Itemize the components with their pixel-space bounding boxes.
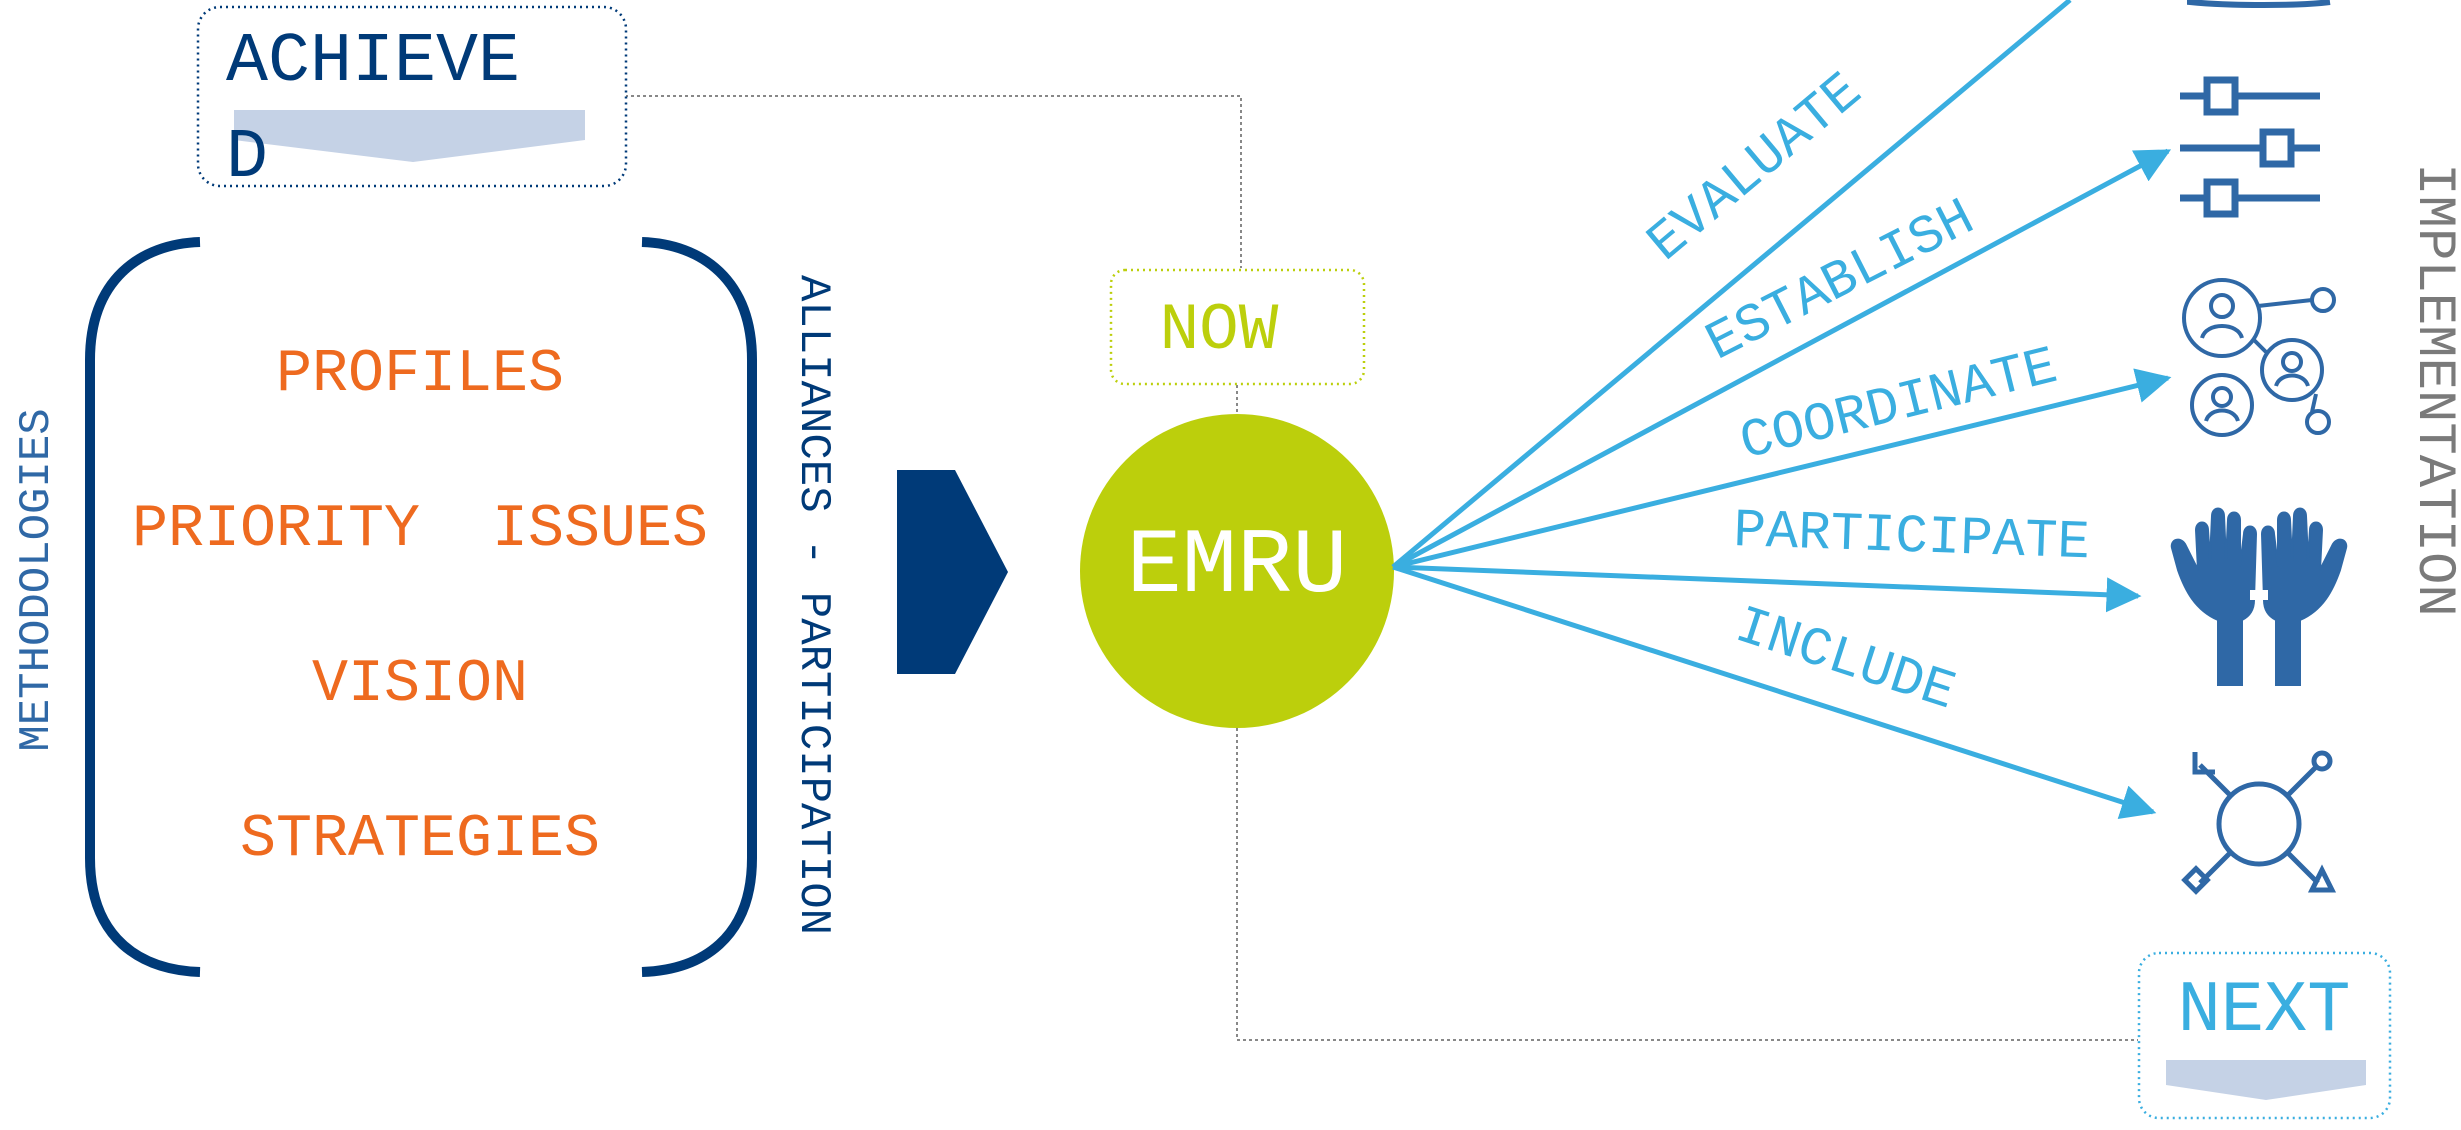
action-participate: PARTICIPATE: [1732, 501, 2090, 574]
action-evaluate: EVALUATE: [1637, 62, 1875, 275]
bracket-item-profiles: PROFILES: [276, 341, 564, 409]
next-box: NEXT: [2137, 951, 2392, 1120]
flow-chevron-icon: [897, 470, 1008, 674]
emru-node: EMRU: [1080, 414, 1394, 728]
action-labels: EVALUATE ESTABLISH COORDINATE PARTICIPAT…: [1637, 62, 2091, 725]
document-icon: [2187, 0, 2331, 8]
next-label: NEXT: [2178, 970, 2351, 1052]
left-bracket: [85, 237, 201, 977]
next-chevron-icon: [2166, 1060, 2366, 1100]
raised-hands-icon: [2170, 507, 2348, 686]
bracket-items: PROFILES PRIORITY ISSUES VISION STRATEGI…: [132, 341, 708, 874]
now-box: NOW: [1109, 268, 1366, 386]
achieved-line2: D: [226, 119, 268, 198]
connector-emru-next: [1236, 728, 2138, 1041]
now-frame: [1109, 268, 1366, 386]
arrow-include: [1392, 564, 2157, 819]
inclusion-circle-icon: [2181, 750, 2337, 895]
bracket-item-vision: VISION: [312, 651, 528, 719]
emru-circle: [1080, 414, 1394, 728]
arrow-establish: [1391, 148, 2172, 570]
now-label: NOW: [1160, 293, 1279, 368]
implementation-label: IMPLEMENTATION: [2403, 163, 2461, 617]
achieved-chevron-icon: [234, 110, 585, 162]
methodologies-label: METHODOLOGIES: [12, 408, 62, 751]
alliances-participation-label: ALLIANCES - PARTICIPATION: [788, 275, 838, 935]
bracket-item-strategies: STRATEGIES: [240, 806, 600, 874]
sliders-icon: [2180, 76, 2320, 218]
action-include: INCLUDE: [1728, 596, 1963, 724]
emru-label: EMRU: [1127, 514, 1348, 619]
achieved-line1: ACHIEVE: [226, 23, 520, 102]
arrow-evaluate: [1391, 0, 2072, 569]
network-people-icon: [2182, 278, 2336, 437]
right-bracket: [641, 237, 757, 977]
achieved-box: ACHIEVE D: [196, 5, 628, 198]
connector-achieved-now: [625, 95, 1242, 268]
action-arrows: [1391, 0, 2172, 819]
connector-lines: [625, 95, 2138, 1041]
arrow-coordinate: [1392, 368, 2172, 570]
bracket-item-priority-issues: PRIORITY ISSUES: [132, 496, 708, 564]
arrow-participate: [1392, 564, 2142, 613]
